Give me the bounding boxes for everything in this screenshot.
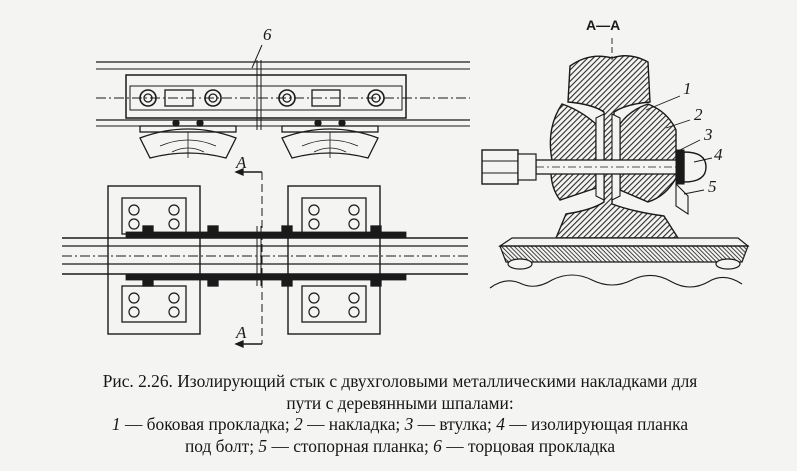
- figure-caption: Рис. 2.26. Изолирующий стык с двухголовы…: [30, 371, 770, 457]
- legend-text-5: — стопорная планка;: [267, 435, 434, 456]
- legend-text-6: — торцовая прокладка: [441, 435, 616, 456]
- legend-text-3: — втулка;: [413, 414, 497, 434]
- caption-line-4: под болт; 5 — стопорная планка; 6 — торц…: [30, 436, 770, 458]
- tie-plate: [499, 245, 749, 263]
- section-label: А—А: [586, 17, 620, 33]
- cross-section: [481, 38, 750, 289]
- bolt-3: [278, 89, 296, 107]
- fishplate-right: [619, 103, 677, 203]
- bolt-4: [367, 89, 385, 107]
- caption-line-1: Рис. 2.26. Изолирующий стык с двухголовы…: [102, 371, 698, 391]
- legend-num-6: 6: [433, 435, 442, 456]
- elevation-view: [96, 44, 470, 159]
- part-label-3: 3: [703, 125, 713, 144]
- plan-label-bottom: А: [235, 323, 247, 342]
- legend-text-4: — изолирующая планка: [504, 414, 689, 434]
- legend-text-2: — накладка;: [302, 414, 405, 434]
- legend-text-4b: под болт;: [184, 435, 259, 456]
- legend-num-4: 4: [496, 414, 505, 434]
- legend-num-3: 3: [404, 414, 414, 434]
- legend-num-1: 1: [111, 414, 121, 434]
- legend-num-2: 2: [294, 414, 303, 434]
- bolt-head: [683, 151, 707, 183]
- caption-line-3: 1 — боковая прокладка; 2 — накладка; 3 —…: [30, 414, 770, 436]
- caption-line-2: пути с деревянными шпалами:: [286, 392, 514, 413]
- legend-text-1: — боковая прокладка;: [120, 414, 295, 434]
- nut: [481, 149, 519, 185]
- part-label-4: 4: [714, 145, 723, 164]
- plan-view: [62, 168, 468, 348]
- part-label-1: 1: [683, 79, 692, 98]
- bolt-1: [139, 89, 157, 107]
- fishplate-left: [549, 103, 597, 201]
- part-label-2: 2: [694, 105, 703, 124]
- sleeper-left: [139, 128, 237, 159]
- sleeper-right: [281, 128, 379, 159]
- legend-num-5: 5: [258, 435, 268, 456]
- plan-label-top: А: [235, 153, 247, 172]
- bolt-2: [204, 89, 222, 107]
- part-label-5: 5: [708, 177, 717, 196]
- part-label-6: 6: [263, 25, 272, 44]
